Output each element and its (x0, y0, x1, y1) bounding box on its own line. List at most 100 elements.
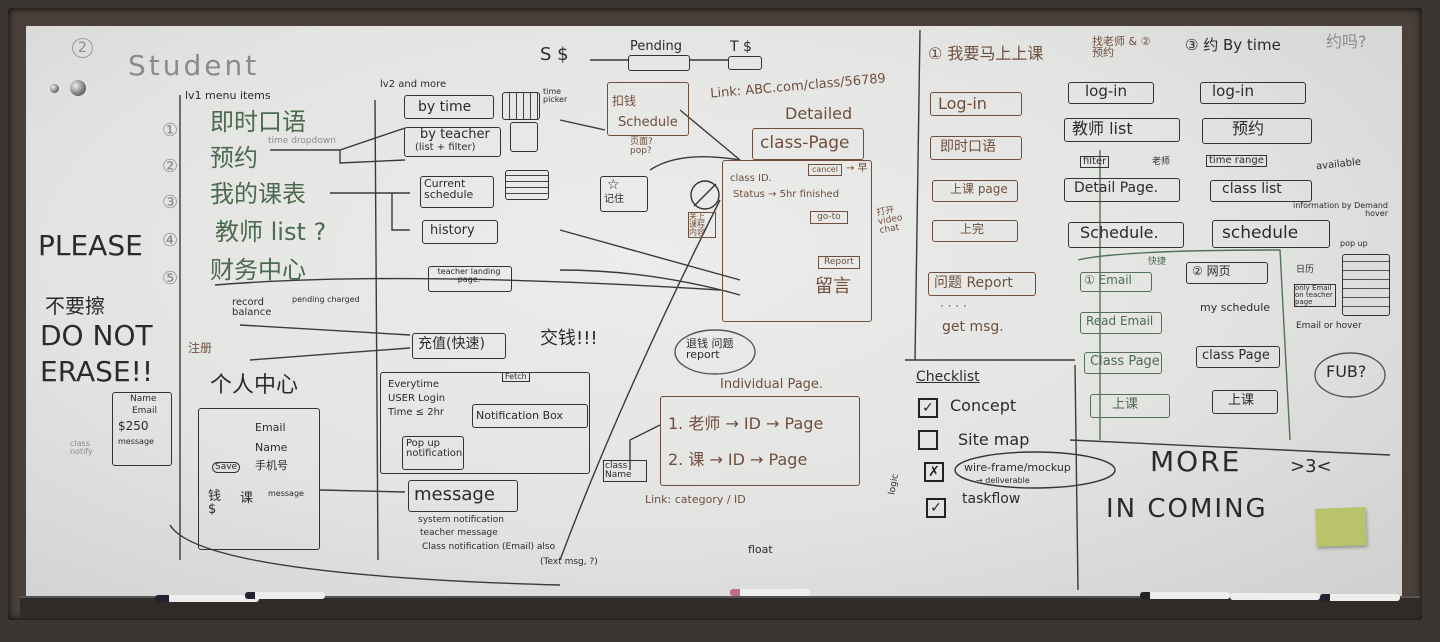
checklist-item-deliverable: → deliverable (976, 476, 1030, 485)
detailed-label: Detailed (785, 104, 853, 123)
calendar-note: 日历 (1296, 265, 1315, 275)
checklist-item-taskflow: taskflow (962, 491, 1021, 507)
flow-2-step (1068, 82, 1154, 104)
mini-profile-card (112, 392, 172, 466)
notification-condition: Everytime USER Login Time ≤ 2hr (388, 379, 446, 418)
text-msg-note: (Text msg, ?) (540, 557, 598, 567)
subflow-2-step-label: 上课 (1228, 393, 1255, 408)
popup-box (402, 436, 464, 470)
schedule-grid-sketch (505, 170, 549, 200)
refund-report-note: 退钱 问题 report (686, 337, 734, 361)
list-sketch (510, 122, 538, 152)
notification-box (472, 404, 588, 428)
whiteboard-surface (26, 26, 1402, 598)
page-number: 2 (72, 38, 93, 58)
register-note: 注册 (188, 341, 213, 355)
flow-1-title: ① 我要马上上课 (928, 44, 1044, 63)
class-name-note: class Name (603, 460, 647, 482)
flow-1-step-label: · · · · (940, 299, 967, 313)
mini-email: Email (132, 406, 157, 416)
by-time-box (404, 95, 494, 119)
flow-2-step-label: filter (1080, 156, 1110, 168)
history-box (422, 220, 498, 244)
subflow-1-step-label: ① Email (1084, 273, 1132, 287)
current-schedule-label: Current schedule (424, 177, 474, 201)
profile-save: Save (212, 462, 241, 473)
marker (1230, 593, 1320, 600)
menu-item-my-schedule: 我的课表 (210, 180, 306, 208)
profile-phone: 手机号 (255, 459, 288, 472)
checklist-item-wireframe: wire-frame/mockup (964, 461, 1071, 474)
profile-lesson: 课 (240, 491, 254, 506)
checkbox-site-map[interactable] (918, 430, 938, 450)
flow-2-step-label: Detail Page. (1074, 180, 1159, 196)
flow-1-step-label: 即时口语 (940, 139, 996, 155)
subflow-1-tag: 快捷 (1148, 257, 1167, 267)
profile-email: Email (255, 421, 286, 434)
menu-item-teacher-list: 教师 list ? (215, 218, 327, 246)
do-not-text: DO NOT (40, 319, 153, 352)
subflow-1-step (1080, 272, 1152, 292)
by-time-label: by time (418, 99, 472, 115)
personal-center-title: 个人中心 (210, 373, 299, 398)
class-page-body (722, 160, 872, 322)
flow-2-title: 找老师 & ② 预约 (1092, 35, 1151, 59)
flow-2-note: 老师 (1152, 157, 1171, 167)
pay-label: 交钱!!! (540, 328, 598, 349)
marker (1320, 594, 1400, 601)
menu-item-instant-speaking: 即时口语 (210, 108, 306, 136)
erase-text: ERASE!! (40, 355, 154, 388)
notification-box-label: Notification Box (476, 409, 564, 422)
schedule-sketch (1342, 254, 1390, 316)
flow-2-step (1064, 178, 1180, 202)
by-teacher-label: by teacher (420, 127, 490, 142)
flow-3-step (1202, 118, 1312, 144)
subflow-1-step-label: Class Page (1090, 354, 1160, 369)
class-side-note: 关上 课程 内容 (688, 212, 716, 238)
teacher-landing-box (428, 266, 512, 292)
checkbox-wireframe[interactable]: ✗ (924, 462, 944, 482)
menu-num: ④ (162, 230, 179, 251)
time-picker-note: time picker (543, 87, 568, 104)
flow-3-step (1200, 82, 1306, 104)
flow-2-step-label: Schedule. (1080, 223, 1159, 242)
checkbox-taskflow[interactable]: ✓ (926, 498, 946, 518)
flow-1-step-label: 上课 page (950, 182, 1008, 196)
menu-num: ② (162, 156, 179, 177)
mini-message: message (118, 437, 154, 446)
remember-label: 记住 (604, 194, 624, 205)
remember-box (600, 176, 648, 212)
recharge-box (412, 333, 506, 359)
page-or-popup-note: 页面? pop? (630, 137, 653, 156)
class-page-title-box (752, 128, 864, 160)
popup-note: pop up (1340, 239, 1368, 248)
flow-1-step (932, 220, 1018, 242)
flow-3-step (1210, 180, 1312, 202)
marker (730, 589, 810, 596)
menu-num: ③ (162, 192, 179, 213)
marker-tray (20, 596, 1420, 618)
flow-1-step (932, 180, 1018, 202)
checklist-item-concept: Concept (950, 396, 1017, 415)
subflow-2-step-label: my schedule (1200, 301, 1271, 314)
teacher-route: 1. 老师 → ID → Page (668, 414, 824, 433)
flow-1-step (930, 92, 1022, 116)
please-text: PLEASE (38, 229, 143, 262)
magnet (50, 84, 59, 93)
recharge-label: 充值(快速) (418, 336, 485, 352)
flow-3-aside: 约吗? (1326, 32, 1367, 51)
history-label: history (430, 223, 475, 238)
current-schedule-box (420, 176, 494, 208)
fub-note: FUB? (1326, 362, 1367, 381)
flow-2-step (1064, 118, 1180, 142)
marker (245, 592, 325, 599)
flow-2-step-label: 教师 list (1072, 119, 1133, 138)
subflow-1-step (1080, 312, 1162, 334)
menu-num: ① (162, 120, 179, 141)
checkbox-concept[interactable]: ✓ (918, 398, 938, 418)
deduct-label: 扣钱 (612, 94, 637, 108)
flow-2-step (1068, 222, 1184, 248)
flow-1-step-label: Log-in (938, 94, 987, 113)
message-title: message (414, 484, 495, 505)
